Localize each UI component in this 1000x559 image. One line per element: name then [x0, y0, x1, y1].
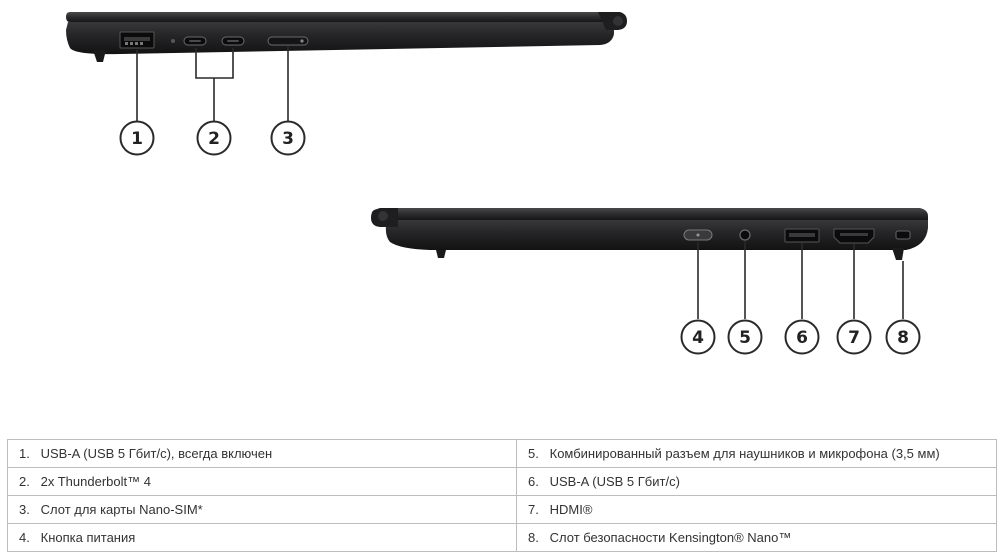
legend-number: 4.	[19, 530, 30, 545]
status-led-dot	[171, 39, 175, 43]
svg-text:5: 5	[739, 328, 751, 348]
legend-number: 5.	[528, 446, 539, 461]
svg-text:7: 7	[848, 328, 860, 348]
legend-number: 1.	[19, 446, 30, 461]
legend-item-4: 4. Кнопка питания	[7, 523, 517, 552]
callout-7: 7	[836, 319, 872, 355]
laptop-left-foot	[93, 50, 106, 62]
callout-6: 6	[784, 319, 820, 355]
laptop-ports-diagram: 1 2 3 4 5 6 7 8	[66, 12, 928, 355]
legend-text: HDMI®	[549, 502, 593, 517]
laptop-right-lid	[386, 208, 928, 220]
laptop-right-foot-a	[436, 250, 446, 258]
legend-text: USB-A (USB 5 Гбит/с)	[549, 474, 680, 489]
kensington-slot	[895, 230, 911, 240]
legend-item-7: 7. HDMI®	[516, 495, 997, 524]
legend-number: 7.	[528, 502, 539, 517]
leader-lines-left	[136, 46, 289, 121]
callouts: 1 2 3 4 5 6 7 8	[119, 120, 921, 355]
svg-text:6: 6	[796, 328, 808, 348]
legend-text: Комбинированный разъем для наушников и м…	[549, 446, 940, 461]
laptop-right-side-view	[371, 208, 928, 319]
laptop-right-foot-b	[892, 248, 904, 260]
legend-number: 6.	[528, 474, 539, 489]
legend-text: USB-A (USB 5 Гбит/с), всегда включен	[40, 446, 273, 461]
legend-row: 1. USB-A (USB 5 Гбит/с), всегда включен …	[7, 439, 997, 468]
legend-row: 2. 2x Thunderbolt™ 4 6. USB-A (USB 5 Гби…	[7, 467, 997, 496]
callout-2: 2	[196, 120, 232, 156]
callout-4: 4	[680, 319, 716, 355]
legend-number: 3.	[19, 502, 30, 517]
legend-number: 2.	[19, 474, 30, 489]
laptop-left-lid	[66, 12, 614, 22]
legend-item-8: 8. Слот безопасности Kensington® Nano™	[516, 523, 997, 552]
laptop-left-base	[66, 22, 614, 55]
legend-item-6: 6. USB-A (USB 5 Гбит/с)	[516, 467, 997, 496]
svg-text:8: 8	[897, 328, 909, 348]
nano-sim-slot	[267, 36, 309, 46]
legend-text: Слот безопасности Kensington® Nano™	[549, 530, 792, 545]
audio-jack	[739, 229, 751, 241]
legend-text: Кнопка питания	[40, 530, 136, 545]
legend-text: 2x Thunderbolt™ 4	[40, 474, 151, 489]
legend-item-2: 2. 2x Thunderbolt™ 4	[7, 467, 517, 496]
hdmi-port	[833, 228, 875, 244]
callout-3: 3	[270, 120, 306, 156]
usb-a-port-1	[119, 31, 155, 49]
legend-item-5: 5. Комбинированный разъем для наушников …	[516, 439, 997, 468]
legend-text: Слот для карты Nano-SIM*	[40, 502, 203, 517]
callout-8: 8	[885, 319, 921, 355]
svg-text:2: 2	[208, 129, 220, 149]
laptop-left-side-view	[66, 12, 627, 121]
usb-a-port-2	[784, 228, 820, 243]
leader-lines-right	[697, 241, 904, 319]
callout-5: 5	[727, 319, 763, 355]
legend-number: 8.	[528, 530, 539, 545]
thunderbolt-port-a	[183, 36, 207, 46]
callout-1: 1	[119, 120, 155, 156]
legend-row: 3. Слот для карты Nano-SIM* 7. HDMI®	[7, 495, 997, 524]
legend-row: 4. Кнопка питания 8. Слот безопасности K…	[7, 523, 997, 552]
svg-text:1: 1	[131, 129, 143, 149]
thunderbolt-port-b	[221, 36, 245, 46]
power-button	[683, 229, 713, 241]
ports-legend-table: 1. USB-A (USB 5 Гбит/с), всегда включен …	[7, 439, 997, 552]
svg-text:4: 4	[692, 328, 704, 348]
legend-item-1: 1. USB-A (USB 5 Гбит/с), всегда включен	[7, 439, 517, 468]
svg-text:3: 3	[282, 129, 294, 149]
legend-item-3: 3. Слот для карты Nano-SIM*	[7, 495, 517, 524]
